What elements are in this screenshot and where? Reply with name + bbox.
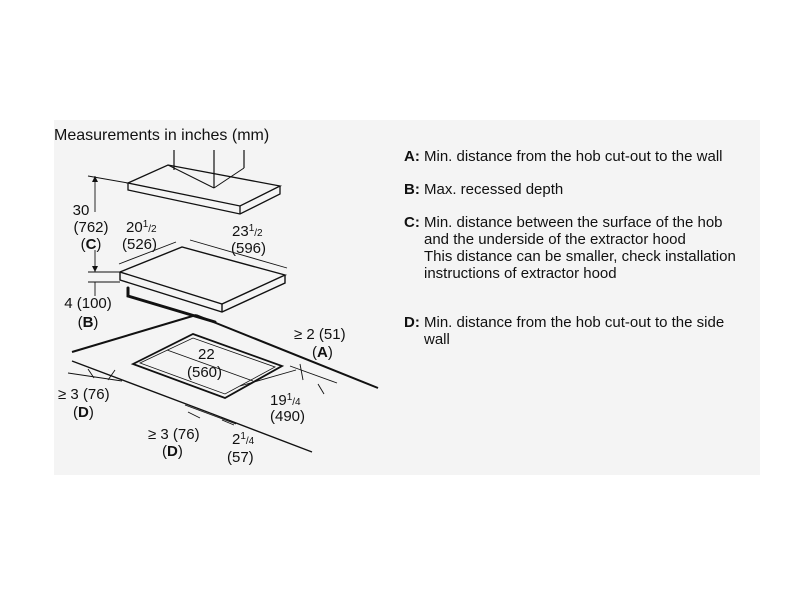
front-edge-mm: (57) <box>227 449 254 466</box>
wall-gap-label: ≥ 2 (51) <box>294 326 346 343</box>
legend-item-b: B Max. recessed depth <box>404 181 744 198</box>
legend-line: This distance can be smaller, check inst… <box>424 248 736 282</box>
legend-text: Min. distance from the hob cut-out to th… <box>424 148 744 165</box>
legend-line: Min. distance between the surface of the… <box>424 214 723 248</box>
legend-item-a: A Min. distance from the hob cut-out to … <box>404 148 744 165</box>
legend-text: Min. distance from the hob cut-out to th… <box>424 314 744 348</box>
hood-height-key: (C) <box>81 236 102 253</box>
legend-line: Min. distance from the hob cut-out to th… <box>424 148 723 165</box>
hob-width-mm: (596) <box>231 240 266 257</box>
side-gap-front-label: ≥ 3 (76) <box>148 426 200 443</box>
recess-depth-key: (B) <box>78 314 99 331</box>
side-gap-left-key: (D) <box>73 404 94 421</box>
legend-key: C <box>404 214 424 282</box>
legend-text: Min. distance between the surface of the… <box>424 214 744 282</box>
legend: A Min. distance from the hob cut-out to … <box>404 148 744 348</box>
wall-gap-key: (A) <box>312 344 333 361</box>
lower-dimension-lines <box>67 349 338 426</box>
legend-item-c: C Min. distance between the surface of t… <box>404 214 744 282</box>
legend-line: Min. distance from the hob cut-out to th… <box>424 314 725 348</box>
cutout-width-mm: (560) <box>187 364 222 381</box>
legend-key: D <box>404 314 424 348</box>
legend-key: B <box>404 181 424 198</box>
cutout-depth-inches: 191/4 <box>270 392 301 409</box>
legend-item-d: D Min. distance from the hob cut-out to … <box>404 314 744 348</box>
cutout-depth-mm: (490) <box>270 408 305 425</box>
hob <box>117 246 288 324</box>
hood-height-mm: (762) <box>73 219 108 236</box>
front-edge-inches: 21/4 <box>232 431 255 448</box>
hood-height-inches: 30 <box>73 202 90 219</box>
cutout-width-inches: 22 <box>198 346 215 363</box>
legend-text: Max. recessed depth <box>424 181 744 198</box>
legend-line: Max. recessed depth <box>424 181 564 198</box>
legend-key: A <box>404 148 424 165</box>
recess-depth-label: 4 (100) <box>64 295 112 312</box>
upper-dimension-lines <box>87 175 288 296</box>
hob-depth-mm: (526) <box>122 236 157 253</box>
hob-width-inches: 231/2 <box>232 223 263 240</box>
worktop-cutout <box>71 314 379 453</box>
extractor-hood <box>125 150 283 215</box>
side-gap-front-key: (D) <box>162 443 183 460</box>
diagram-title: Measurements in inches (mm) <box>54 127 270 144</box>
diagram-panel <box>54 120 760 475</box>
hob-depth-inches: 201/2 <box>126 219 157 236</box>
side-gap-left-label: ≥ 3 (76) <box>58 386 110 403</box>
